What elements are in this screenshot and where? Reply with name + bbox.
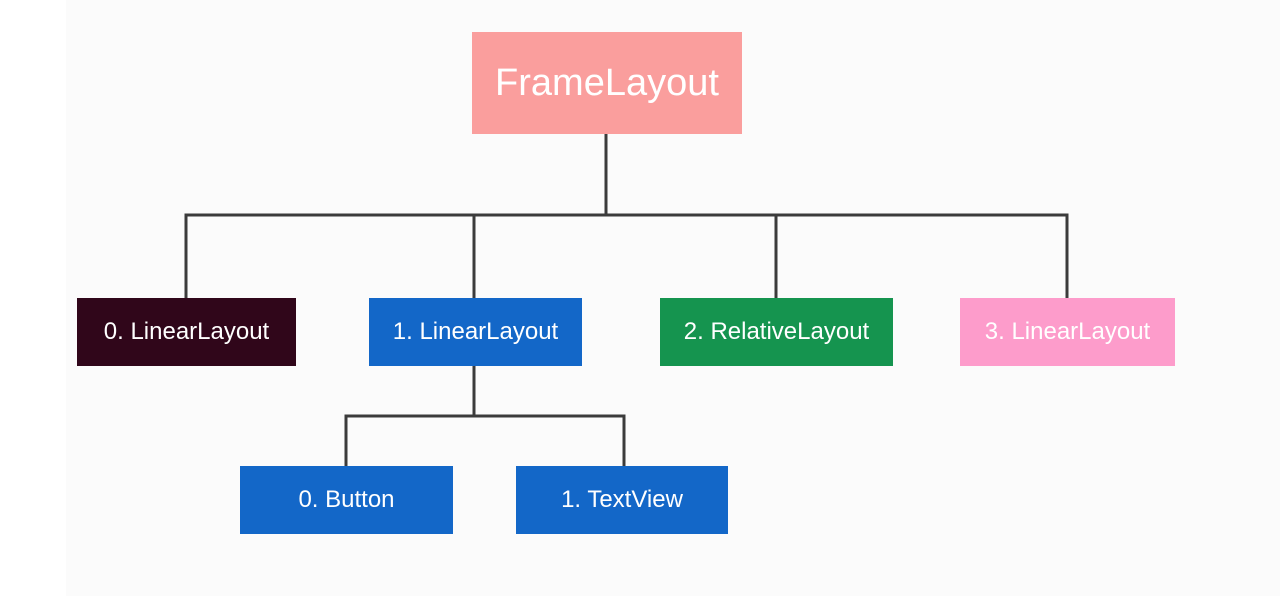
node-linearlayout-1: 1. LinearLayout	[369, 298, 582, 366]
node-framelayout: FrameLayout	[472, 32, 742, 134]
node-linearlayout-0: 0. LinearLayout	[77, 298, 296, 366]
node-textview-1: 1. TextView	[516, 466, 728, 534]
node-relativelayout-2: 2. RelativeLayout	[660, 298, 893, 366]
node-linearlayout-3: 3. LinearLayout	[960, 298, 1175, 366]
node-button-0: 0. Button	[240, 466, 453, 534]
